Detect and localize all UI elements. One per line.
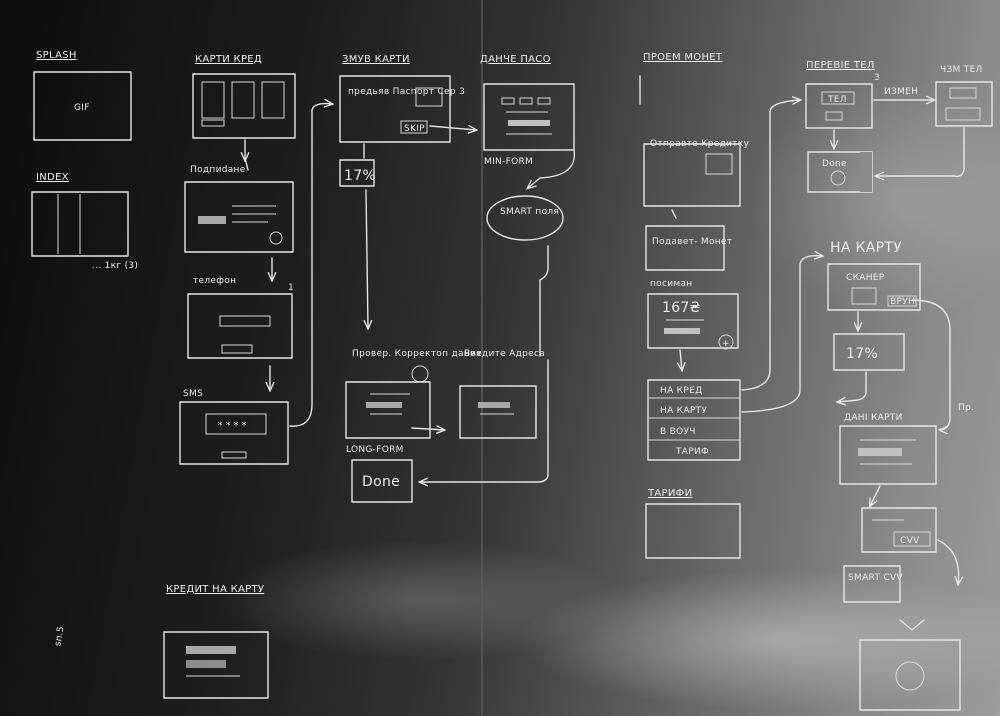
label-offer: Подавет- Монет <box>652 237 732 247</box>
splash-gif-label: GIF <box>74 103 90 113</box>
method-na-kartu: НА КАРТУ <box>660 406 707 416</box>
amount-label: 167₴ <box>662 300 701 316</box>
method-tarif: ТАРИФ <box>675 447 709 457</box>
label-sn: sn.5 <box>53 625 66 647</box>
method-na-kred: НА КРЕД <box>660 386 702 396</box>
done-label-2: Done <box>822 159 847 169</box>
label-step-one: 1 <box>288 283 294 293</box>
title-proem-monet: ПРОЕМ МОНЕТ <box>643 52 723 63</box>
label-step-three: 3 <box>874 73 880 83</box>
chalk-smudge <box>220 540 620 660</box>
add-button-label: + <box>722 339 730 349</box>
title-zmuv-karty: ЗМУВ КАРТИ <box>342 54 410 65</box>
label-min-form: MIN-FORM <box>484 157 533 167</box>
label-pr: Пр. <box>958 403 974 413</box>
label-payment: посиман <box>650 279 692 289</box>
title-splash: SPLASH <box>36 50 77 61</box>
label-telefon: телефон <box>193 276 236 286</box>
sms-code-mask: * * * * <box>218 421 247 431</box>
title-karty-kred: КАРТИ КРЕД <box>195 54 262 65</box>
address-screen <box>460 386 536 438</box>
smart-fields-bubble <box>487 196 563 240</box>
title-index: INDEX <box>36 172 69 183</box>
passport-screen <box>340 76 450 142</box>
title-tarify: ТАРИФИ <box>647 488 692 499</box>
vryn-label: ВРУН <box>890 297 915 307</box>
smart-cvv-label: SMART CVV <box>848 573 903 583</box>
done-label-1: Done <box>362 474 400 490</box>
label-podpisanie: Подпиdане <box>190 165 246 175</box>
upload-card-screen <box>644 144 740 206</box>
label-passport: предьяв Паспорт Сер 3 <box>348 87 465 97</box>
index-more-label: ... 1кг (3) <box>92 261 138 271</box>
offer-screen <box>646 226 724 270</box>
title-perevie-tel: ПЕРЕВІЕ ТЕЛ <box>806 60 875 71</box>
cvv-screen <box>862 508 936 552</box>
title-na-kartu: НА КАРТУ <box>830 240 902 256</box>
smart-fields-label: SMART поля <box>500 207 559 217</box>
sms-screen <box>180 402 288 464</box>
skip-button-label: SKIP <box>404 124 425 134</box>
long-form-screen <box>346 382 430 438</box>
title-danche-paso: ДАНЧЕ ПАСО <box>480 54 551 65</box>
method-v-book: В ВОУЧ <box>660 427 696 437</box>
cards-screen <box>193 74 295 138</box>
label-sms: SMS <box>183 389 203 399</box>
tariffs-screen <box>646 504 740 558</box>
label-prov-copy: Провер. Корректоп даних <box>352 349 482 359</box>
scan-label: СКАНЕР <box>846 273 885 283</box>
progress-label-2: 17% <box>846 346 878 362</box>
title-kredit-na-kartu: КРЕДИТ НА КАРТУ <box>166 584 264 595</box>
label-long-form: LONG-FORM <box>346 445 404 455</box>
chalk-smudge <box>750 80 1000 320</box>
label-vsm-tel: ЧЗМ ТЕЛ <box>940 65 983 75</box>
tel-field-label: ТЕЛ <box>827 95 847 105</box>
min-form-screen <box>484 84 574 150</box>
progress-label-1: 17% <box>344 168 376 184</box>
label-izmen: ИЗМЕН <box>884 87 918 97</box>
cvv-field-label: CVV <box>900 536 920 546</box>
label-order-addr: Введите Адреса <box>464 349 545 359</box>
label-fio-karty: ДАНІ КАРТИ <box>844 413 903 423</box>
